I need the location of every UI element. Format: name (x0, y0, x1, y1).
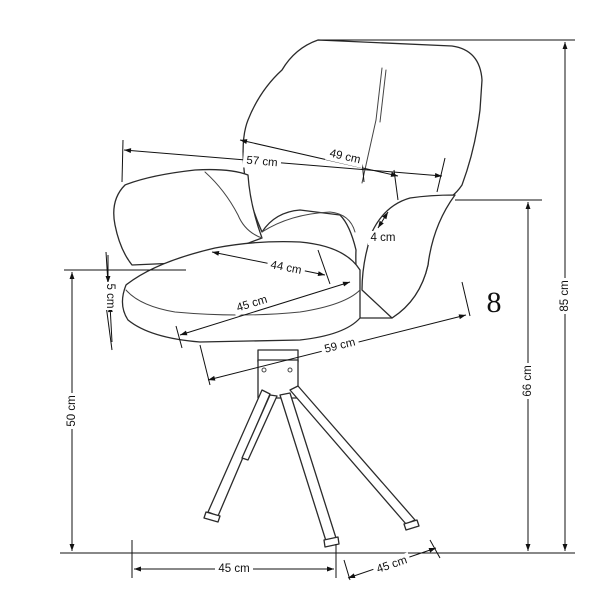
dim-line-armrest-thickness (377, 211, 389, 229)
label-total-height: 85 cm (559, 280, 571, 311)
label-seat-depth: 44 cm (269, 259, 302, 277)
label-width: 57 cm (246, 155, 278, 170)
leg-front-right (279, 392, 337, 542)
foot-left (203, 511, 221, 523)
label-base-width: 45 cm (218, 563, 249, 575)
back-inner-edge (261, 211, 356, 233)
leg-back-left (241, 394, 278, 461)
dim-line-seat-thickness-bottom (107, 304, 113, 343)
chair-illustration (113, 39, 483, 548)
model-number: 8 (487, 286, 502, 319)
label-armrest-height: 66 cm (522, 365, 534, 396)
label-seat-thickness: 5 cm (104, 284, 116, 309)
back-seam-2 (379, 69, 387, 123)
label-base-depth: 45 cm (375, 554, 409, 576)
foot-right-back (403, 519, 420, 531)
foot-right-front (323, 536, 340, 548)
leg-front-left (207, 389, 271, 517)
label-seat-height: 50 cm (66, 395, 78, 426)
left-armrest-inner (204, 171, 263, 239)
label-armrest-thickness: 4 cm (371, 232, 396, 244)
dim-line-backrest-width (239, 139, 399, 177)
